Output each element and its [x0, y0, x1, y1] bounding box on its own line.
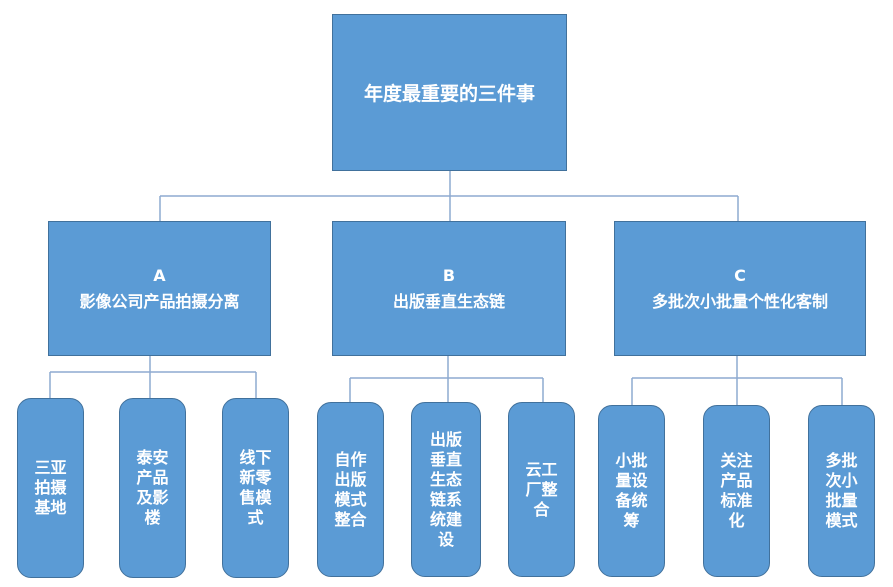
- leaf-c2-label: 关注产品标准化: [720, 451, 753, 530]
- leaf-c1: 小批量设备统筹: [598, 405, 665, 577]
- leaf-c3: 多批次小批量模式: [808, 405, 875, 577]
- group-a-letter: A: [153, 265, 166, 285]
- leaf-a1-label: 三亚拍摄基地: [34, 458, 67, 517]
- group-b-box: B 出版垂直生态链: [332, 221, 566, 356]
- group-c-letter: C: [734, 265, 746, 285]
- leaf-c3-label: 多批次小批量模式: [825, 451, 858, 530]
- leaf-b2: 出版垂直生态链系统建设: [411, 402, 481, 577]
- leaf-a1: 三亚拍摄基地: [17, 398, 84, 578]
- leaf-b2-label: 出版垂直生态链系统建设: [429, 429, 462, 549]
- group-b-letter: B: [442, 265, 456, 285]
- group-c-box: C 多批次小批量个性化客制: [614, 221, 866, 356]
- root-title: 年度最重要的三件事: [363, 83, 535, 105]
- leaf-a3: 线下新零售模式: [222, 398, 289, 578]
- leaf-a3-label: 线下新零售模式: [239, 448, 272, 527]
- leaf-a2: 泰安产品及影楼: [119, 398, 186, 578]
- root-box: 年度最重要的三件事: [332, 14, 567, 171]
- leaf-a2-label: 泰安产品及影楼: [136, 448, 169, 527]
- leaf-b3: 云工厂整合: [508, 402, 575, 577]
- leaf-b1: 自作出版模式整合: [317, 402, 384, 577]
- group-a-box: A 影像公司产品拍摄分离: [48, 221, 271, 356]
- leaf-b1-label: 自作出版模式整合: [334, 449, 367, 529]
- leaf-c1-label: 小批量设备统筹: [615, 451, 648, 530]
- group-b-label: 出版垂直生态链: [392, 291, 505, 311]
- leaf-c2: 关注产品标准化: [703, 405, 770, 577]
- group-c-label: 多批次小批量个性化客制: [651, 291, 828, 311]
- group-a-label: 影像公司产品拍摄分离: [79, 291, 240, 311]
- leaf-b3-label: 云工厂整合: [525, 459, 558, 519]
